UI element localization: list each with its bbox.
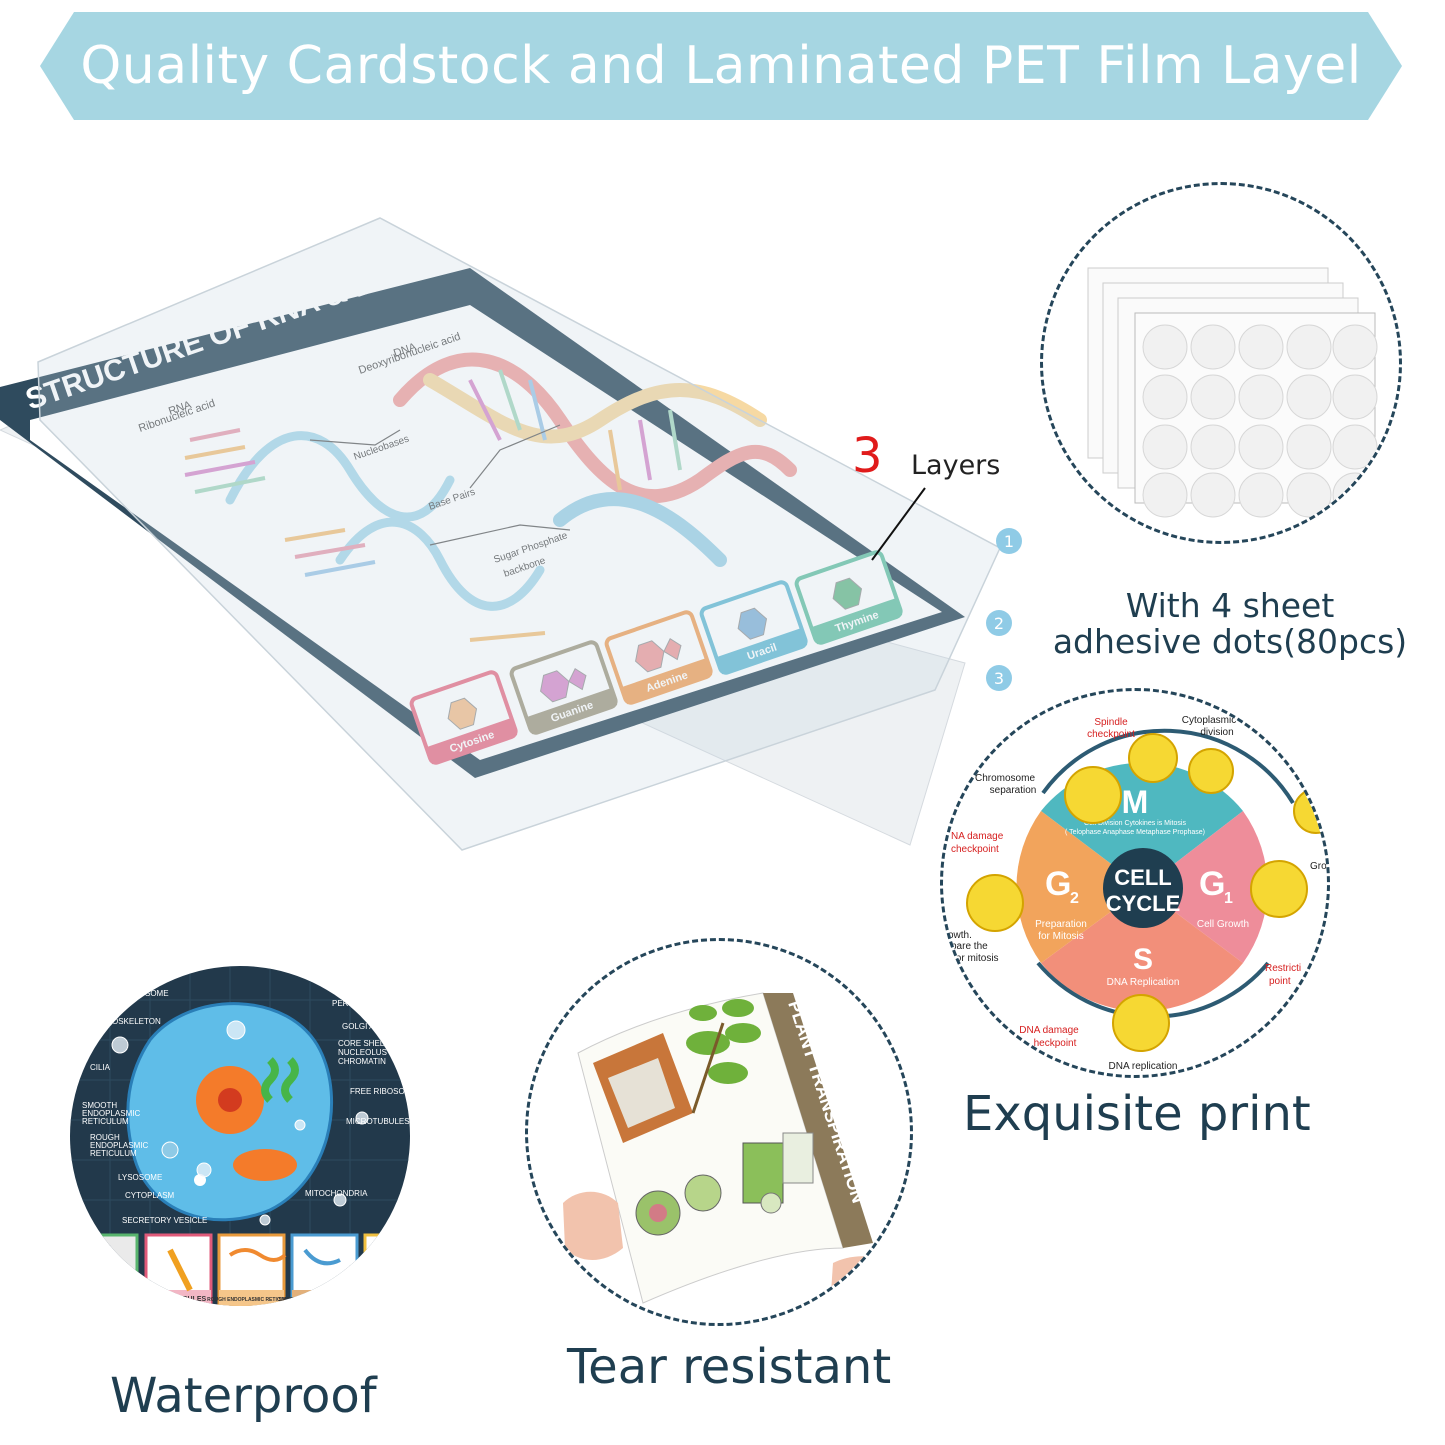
adhesive-dots-circle	[1040, 182, 1402, 544]
wp-label-secretory: SECRETORY VESICLE	[122, 1216, 207, 1225]
wp-label-oskeleton: OSKELETON	[112, 1017, 161, 1026]
dna-replication-label: DNA replication	[1109, 1061, 1178, 1072]
card-microtubules: MICROTUBULES	[150, 1296, 207, 1303]
base-card-uracil: Uracil	[699, 580, 808, 675]
wp-label-cilia: CILIA	[90, 1063, 111, 1072]
layer-number-3: 3	[986, 665, 1012, 691]
wp-label-cytoplasm: CYTOPLASM	[125, 1191, 175, 1200]
rna-bases	[184, 428, 546, 642]
phase-g2-desc1: Preparation	[1035, 919, 1087, 930]
cell-cycle-illustration: CELL CYCLE M Cell Division Cytokines is …	[948, 715, 1327, 1072]
layer-number-2: 2	[986, 610, 1012, 636]
spindle-label1: Spindle	[1094, 717, 1128, 728]
dna-bases	[468, 369, 682, 491]
na-damage-label1: NA damage	[951, 831, 1004, 842]
layers-count: 3	[852, 428, 883, 484]
phase-m-label: M	[1122, 784, 1149, 820]
phase-g1-label: G	[1199, 865, 1225, 903]
exquisite-print-caption: Exquisite print	[963, 1086, 1311, 1142]
wp-label-coreshell: CORE SHELL	[338, 1039, 389, 1048]
tear-resistant-circle: PLANT TRANSPIRATION	[525, 938, 913, 1326]
phase-g2-label: G	[1045, 865, 1071, 903]
wp-label-mitochondria: MITOCHONDRIA	[305, 1189, 368, 1198]
wp-label-nucleolus: NUCLEOLUS	[338, 1048, 387, 1057]
rna-helix	[225, 431, 545, 611]
dna-damage-label2: heckpoint	[1034, 1038, 1077, 1049]
phase-m-desc1: Cell Division Cytokines is Mitosis	[1084, 820, 1186, 827]
plant-poster-illustration: PLANT TRANSPIRATION	[563, 992, 903, 1310]
wp-label-core: CORE	[388, 1048, 410, 1057]
restriction-label2: point	[1269, 976, 1291, 987]
cell-poster-illustration: SOME OSKELETON CILIA SMOOTH ENDOPLASMIC …	[70, 966, 410, 1306]
wp-label-endo2: ENDOPLASMIC	[90, 1141, 148, 1150]
wp-label-mic: MIC	[320, 978, 335, 987]
cytoplasmic-label1: Cytoplasmic	[1182, 715, 1236, 726]
waterproof-caption: Waterproof	[110, 1368, 377, 1424]
spindle-label2: checkpoint	[1087, 729, 1135, 740]
restriction-label1: Restricti	[1265, 963, 1301, 974]
mitosis-cells	[966, 733, 1327, 1052]
phase-g2-desc2: for Mitosis	[1038, 931, 1084, 942]
wp-label-some: SOME	[145, 989, 169, 998]
cytoplasmic-label2: division	[1200, 727, 1233, 738]
tear-resistant-caption: Tear resistant	[567, 1339, 892, 1395]
phase-s-label: S	[1133, 943, 1153, 976]
chromosome-label1: Chromosome	[975, 773, 1035, 784]
phase-g1-sub: 1	[1224, 890, 1233, 907]
header-banner: Quality Cardstock and Laminated PET Film…	[40, 12, 1402, 120]
wp-label-chromatin: CHROMATIN	[338, 1057, 386, 1066]
cell-cycle-center-line2: CYCLE	[1106, 891, 1181, 916]
wp-label-ret1: RETICULUM	[82, 1117, 129, 1126]
dna-damage-label1: DNA damage	[1019, 1025, 1079, 1036]
wp-label-smooth: SMOOTH	[82, 1101, 117, 1110]
base-card-cytosine: Cytosine	[409, 670, 518, 765]
phase-g1-desc: Cell Growth	[1197, 919, 1249, 930]
cell-cycle-circle: CELL CYCLE M Cell Division Cytokines is …	[940, 688, 1330, 1078]
na-damage-label2: checkpoint	[951, 844, 999, 855]
card-rough-er: ROUGH ENDOPLASMIC RETICULUM	[207, 1297, 295, 1303]
pet-film-layer	[37, 217, 1001, 851]
phase-s-desc: DNA Replication	[1107, 977, 1180, 988]
banner-title: Quality Cardstock and Laminated PET Film…	[80, 36, 1362, 96]
growth-right-label: Gro	[1310, 861, 1327, 872]
layer-number-1: 1	[996, 528, 1022, 554]
growth-label2: pare the	[951, 941, 988, 952]
growth-label1: owth.	[948, 930, 972, 941]
card-smooth-er: SMOOTH ENDOPLASMIC RETICULUM	[278, 1297, 369, 1303]
adhesive-caption: With 4 sheet adhesive dots(80pcs)	[1010, 588, 1445, 660]
adhesive-sheets-illustration	[1087, 267, 1378, 518]
poster-stack-illustration: STRUCTURE OF RNA & DNA	[0, 200, 1001, 860]
base-card-guanine: Guanine	[509, 640, 618, 735]
wp-label-free-ribosome: FREE RIBOSOME	[350, 1087, 410, 1096]
layer-pointer-line	[871, 487, 926, 561]
adhesive-caption-line2: adhesive dots(80pcs)	[1052, 622, 1408, 661]
wp-label-lysosome: LYSOSOME	[118, 1173, 162, 1182]
cell-cycle-center-line1: CELL	[1114, 865, 1171, 890]
wp-label-peroxiso: PEROXISO	[332, 999, 374, 1008]
wp-label-rough: ROUGH	[90, 1133, 120, 1142]
waterproof-circle: SOME OSKELETON CILIA SMOOTH ENDOPLASMIC …	[70, 966, 410, 1306]
growth-label3: for mitosis	[953, 953, 999, 964]
wp-label-ret2: RETICULUM	[90, 1149, 137, 1158]
phase-m-desc2: ( Telophase Anaphase Metaphase Prophase)	[1065, 829, 1205, 836]
chromosome-label2: separation	[990, 785, 1037, 796]
phase-g2-sub: 2	[1070, 890, 1079, 907]
wp-label-microtubules: MICROTUBULES	[346, 1117, 410, 1126]
wp-label-endo1: ENDOPLASMIC	[82, 1109, 140, 1118]
layers-label: Layers	[911, 450, 1001, 481]
wp-label-golgi: GOLGI APPAR	[342, 1022, 396, 1031]
organelle-cards: MICROTUBULES ROUGH ENDOPLASMIC RETICULUM…	[80, 1233, 410, 1306]
banner-shape	[40, 12, 1402, 120]
base-card-adenine: Adenine	[604, 610, 713, 705]
adhesive-caption-line1: With 4 sheet	[1125, 586, 1335, 625]
